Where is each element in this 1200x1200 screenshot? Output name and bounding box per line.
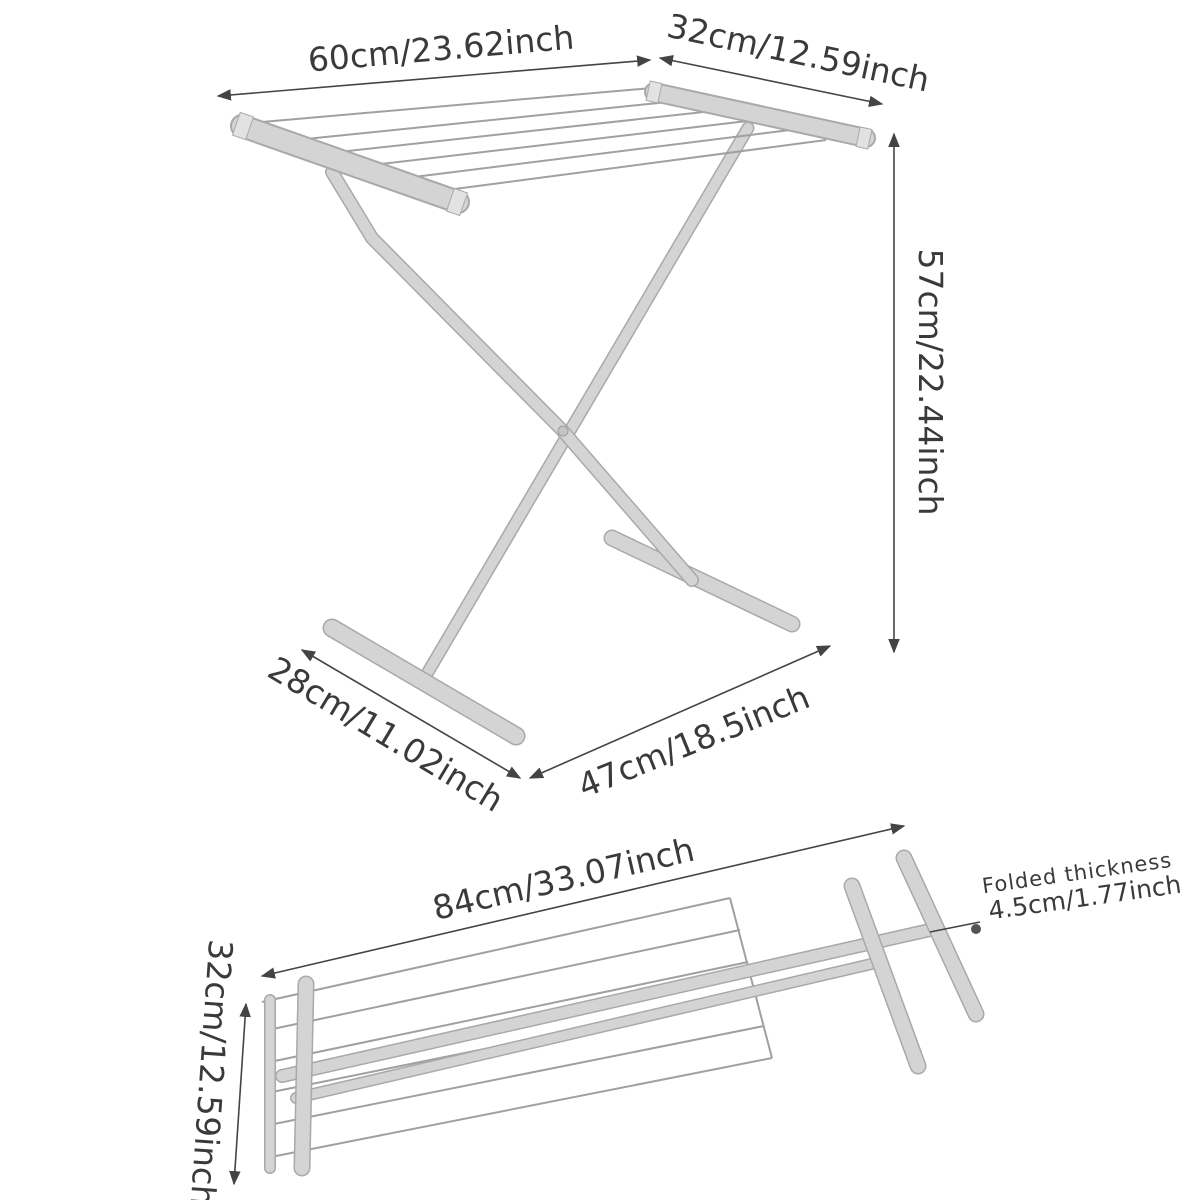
unfolded-rack-illustration <box>230 80 876 746</box>
depth-base-label: 28cm/11.02inch <box>261 649 510 820</box>
folded-width-arrow <box>229 1002 251 1186</box>
folded-rack-illustration <box>261 849 985 1177</box>
depth-base-arrow <box>300 649 522 779</box>
base-span-label: 47cm/18.5inch <box>572 677 815 805</box>
width-arrow <box>216 55 652 101</box>
folded-length-arrow <box>260 823 906 979</box>
height-label: 57cm/22.44inch <box>911 248 950 515</box>
folded-width-label: 32cm/12.59inch <box>183 938 241 1200</box>
base-span-arrow <box>528 645 832 779</box>
dimension-arrows <box>216 54 906 1186</box>
depth-top-label: 32cm/12.59inch <box>664 6 933 100</box>
depth-top-arrow <box>658 54 884 108</box>
